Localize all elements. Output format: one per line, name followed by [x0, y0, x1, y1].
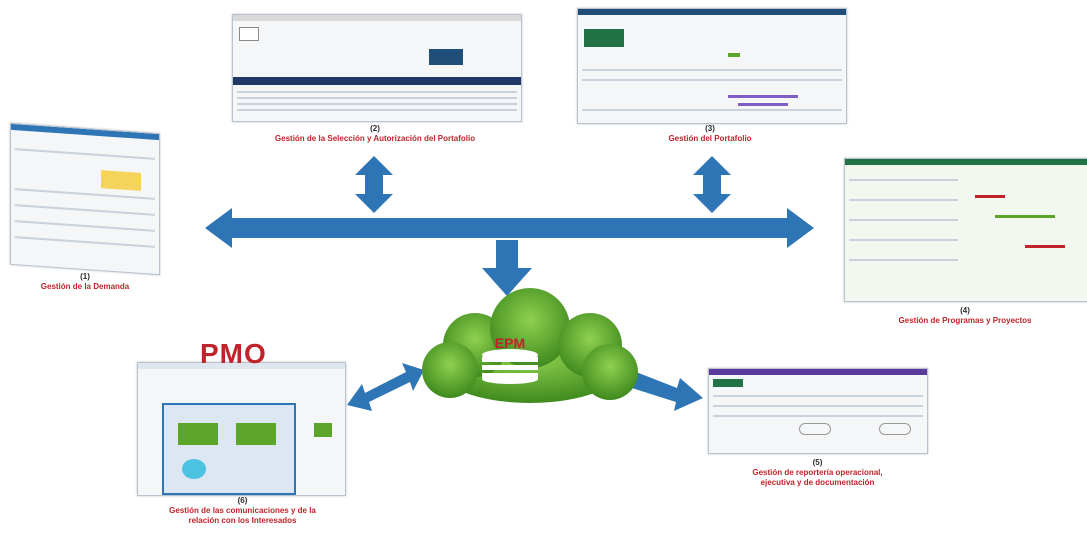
arrow-down-to-epm — [482, 240, 532, 296]
node-3-label: (3) Gestión del Portafolio — [668, 124, 752, 143]
node-4-label: (4) Gestión de Programas y Proyectos — [898, 306, 1032, 325]
node-1-label: (1) Gestión de la Demanda — [40, 272, 130, 291]
arrow-to-node-3 — [693, 156, 731, 213]
epm-title: EPM — [495, 335, 525, 351]
node-6-label: (6) Gestión de las comunicaciones y de l… — [169, 496, 316, 525]
screenshot-node-4 — [844, 158, 1087, 302]
node-2-label: (2) Gestión de la Selección y Autorizaci… — [274, 124, 476, 143]
arrow-epm-to-node-5 — [632, 372, 703, 411]
database-icon — [482, 349, 538, 384]
screenshot-node-1 — [10, 122, 160, 276]
screenshot-node-5 — [708, 368, 928, 454]
epm-cloud — [422, 288, 638, 403]
main-horizontal-arrow — [205, 208, 814, 248]
screenshot-node-3 — [577, 8, 847, 124]
pmo-label: PMO — [200, 338, 267, 369]
screenshot-node-6 — [137, 362, 346, 496]
arrow-epm-node-6 — [347, 363, 424, 411]
arrow-to-node-2 — [355, 156, 393, 213]
node-5-label: (5) Gestión de reportería operacional, e… — [752, 458, 883, 487]
screenshot-node-2 — [232, 14, 522, 122]
